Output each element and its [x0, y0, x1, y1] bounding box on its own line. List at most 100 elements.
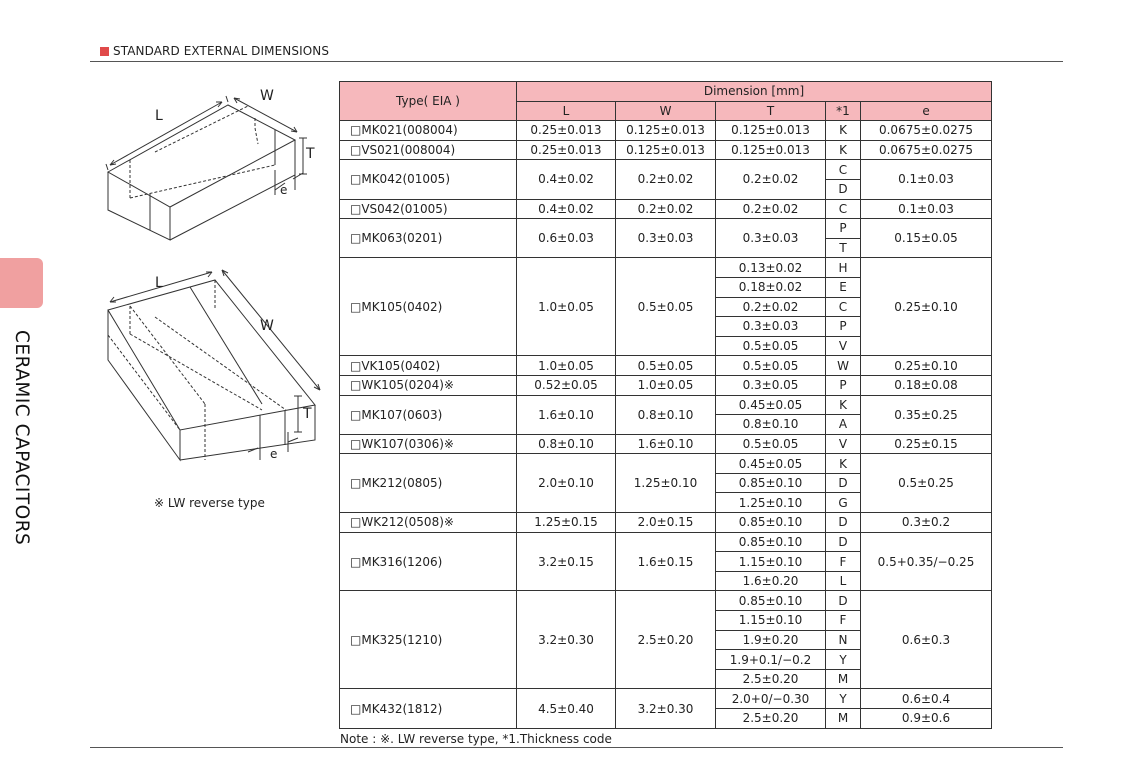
type-cell: □WK105(0204)※ — [339, 374, 517, 396]
dimension-table: Type( EIA ) Dimension [mm] L W T *1 e □M… — [339, 80, 993, 729]
w-cell: 1.0±0.05 — [615, 374, 716, 396]
top-e-label: e — [280, 183, 287, 197]
code-cell: H — [825, 257, 861, 278]
type-cell: □VS021(008004) — [339, 139, 517, 161]
t-cell: 1.6±0.20 — [715, 570, 826, 592]
chip-diagram: L W T e L W T e — [105, 88, 321, 462]
t-cell: 1.9±0.20 — [715, 629, 826, 651]
top-w-label: W — [260, 88, 274, 104]
table-row: □MK021(008004) 0.25±0.013 0.125±0.013 0.… — [339, 120, 993, 141]
code-cell: M — [825, 708, 861, 729]
code-cell: F — [825, 610, 861, 631]
top-l-label: L — [155, 108, 163, 124]
type-cell: □MK212(0805) — [339, 453, 517, 514]
t-cell: 0.8±0.10 — [715, 414, 826, 435]
t-cell: 0.3±0.03 — [715, 218, 826, 259]
type-cell: □MK432(1812) — [339, 688, 517, 729]
e-cell: 0.18±0.08 — [859, 374, 993, 396]
l-cell: 1.0±0.05 — [516, 355, 616, 376]
bottom-w-label: W — [260, 318, 274, 334]
t-cell: 0.125±0.013 — [715, 139, 826, 161]
table-row: 1.15±0.10 F — [340, 610, 992, 631]
type-cell: □MK021(008004) — [339, 120, 517, 141]
e-cell: 0.1±0.03 — [859, 198, 993, 220]
table-row: 0.5±0.05 V — [340, 335, 992, 357]
t-cell: 0.85±0.10 — [715, 590, 826, 612]
table-note: Note : ※. LW reverse type, *1.Thickness … — [340, 732, 612, 746]
code-cell: D — [825, 472, 861, 494]
t-cell: 0.85±0.10 — [715, 472, 826, 494]
code-cell: P — [825, 374, 861, 396]
type-cell: □MK063(0201) — [339, 218, 517, 259]
t-cell: 1.25±0.10 — [715, 492, 826, 514]
t-cell: 0.3±0.05 — [715, 374, 826, 396]
w-cell: 0.5±0.05 — [615, 257, 716, 357]
table-row: □MK316(1206) 3.2±0.15 1.6±0.15 0.85±0.10… — [339, 531, 993, 592]
w-cell: 0.125±0.013 — [615, 139, 716, 161]
type-header: Type( EIA ) — [339, 80, 517, 122]
table-row: □MK325(1210) 3.2±0.30 2.5±0.20 0.85±0.10… — [339, 590, 993, 690]
type-cell: □VS042(01005) — [339, 198, 517, 220]
e-cell: 0.9±0.6 — [859, 708, 993, 729]
red-square-icon — [100, 46, 109, 56]
w-cell: 2.5±0.20 — [615, 590, 716, 690]
type-cell: □MK316(1206) — [339, 531, 517, 592]
code-cell: P — [825, 218, 861, 239]
code-cell: K — [825, 139, 861, 161]
code-cell: P — [825, 316, 861, 337]
side-tab — [0, 258, 43, 308]
l-cell: 0.25±0.013 — [516, 139, 616, 161]
t-cell: 0.2±0.02 — [715, 159, 826, 200]
footer-divider — [90, 747, 1063, 748]
t-cell: 2.5±0.20 — [715, 668, 826, 690]
t-cell: 0.2±0.02 — [715, 296, 826, 318]
table-row: □MK063(0201) 0.6±0.03 0.3±0.03 0.3±0.03 … — [339, 218, 993, 259]
t-cell: 1.15±0.10 — [715, 610, 826, 631]
code-cell: C — [825, 159, 861, 180]
type-cell: □MK325(1210) — [339, 590, 517, 690]
bottom-t-label: T — [302, 406, 312, 422]
l-cell: 3.2±0.30 — [516, 590, 616, 690]
code-cell: D — [825, 531, 861, 553]
l-cell: 4.5±0.40 — [516, 688, 616, 729]
col-header-w: W — [615, 100, 716, 122]
table-row: 0.8±0.10 A — [340, 414, 992, 435]
code-cell: C — [825, 296, 861, 318]
table-row: □WK212(0508)※ 1.25±0.15 2.0±0.15 0.85±0.… — [339, 512, 993, 533]
l-cell: 0.4±0.02 — [516, 159, 616, 200]
e-cell: 0.5±0.25 — [859, 453, 993, 514]
bottom-e-label: e — [270, 447, 277, 461]
table-row: 1.15±0.10 F — [340, 551, 992, 572]
type-cell: □WK212(0508)※ — [339, 512, 517, 533]
col-header-code: *1 — [825, 100, 861, 122]
t-cell: 2.0+0/−0.30 — [715, 688, 826, 709]
code-cell: K — [825, 120, 861, 141]
e-cell: 0.3±0.2 — [859, 512, 993, 533]
table-row: □MK212(0805) 2.0±0.10 1.25±0.10 0.45±0.0… — [339, 453, 993, 514]
e-cell: 0.35±0.25 — [859, 394, 993, 435]
code-cell: Y — [825, 688, 861, 709]
w-cell: 0.5±0.05 — [615, 355, 716, 376]
section-title: STANDARD EXTERNAL DIMENSIONS — [113, 44, 330, 58]
t-cell: 0.5±0.05 — [715, 335, 826, 357]
table-row: □MK432(1812) 4.5±0.40 3.2±0.30 2.0+0/−0.… — [339, 688, 993, 729]
section-header: STANDARD EXTERNAL DIMENSIONS — [100, 44, 329, 58]
e-cell: 0.6±0.3 — [859, 590, 993, 690]
type-cell: □MK107(0603) — [339, 394, 517, 435]
t-cell: 0.3±0.03 — [715, 316, 826, 337]
col-header-e: e — [859, 100, 993, 122]
t-cell: 0.2±0.02 — [715, 198, 826, 220]
w-cell: 1.25±0.10 — [615, 453, 716, 514]
l-cell: 2.0±0.10 — [516, 453, 616, 514]
table-row: □VS021(008004) 0.25±0.013 0.125±0.013 0.… — [339, 139, 993, 161]
t-cell: 0.125±0.013 — [715, 120, 826, 141]
col-header-t: T — [715, 100, 826, 122]
type-cell: □MK105(0402) — [339, 257, 517, 357]
code-cell: D — [825, 512, 861, 533]
code-cell: T — [825, 237, 861, 259]
t-cell: 2.5±0.20 — [715, 708, 826, 729]
e-cell: 0.6±0.4 — [859, 688, 993, 709]
e-cell: 0.25±0.10 — [859, 355, 993, 376]
w-cell: 0.125±0.013 — [615, 120, 716, 141]
col-header-l: L — [516, 100, 616, 122]
